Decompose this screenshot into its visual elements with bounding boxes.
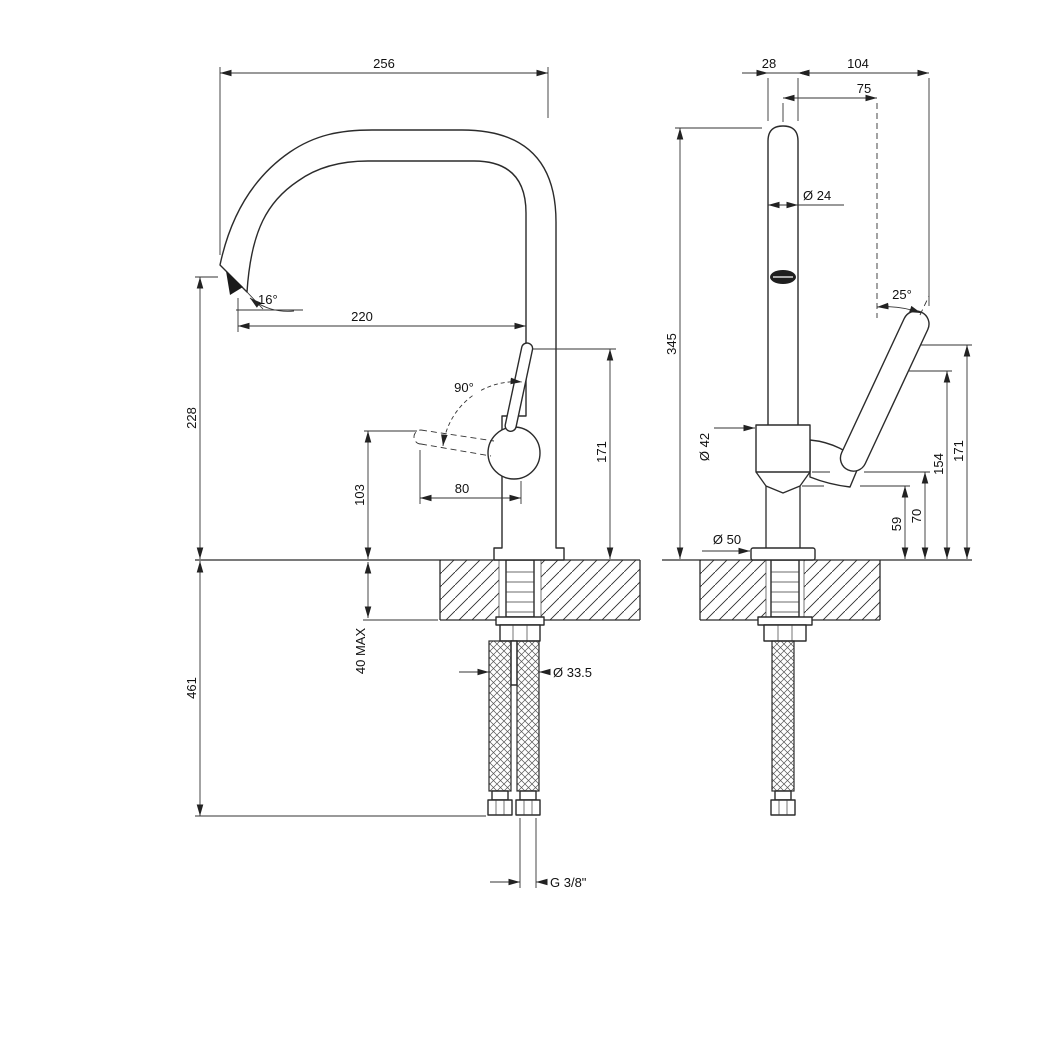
dim-handle-reach-label: 80 — [455, 481, 469, 496]
lever-axis-extension — [919, 295, 930, 316]
hose-hex-nut — [487, 799, 513, 816]
dim-handle-height: 103 — [352, 430, 417, 559]
dim-hose-dia: Ø 33.5 — [459, 665, 592, 680]
dim-lever-angle-label: 25° — [892, 287, 912, 302]
hose-ferrule — [774, 790, 792, 801]
dim-spout-angle: 16° — [236, 291, 303, 312]
dim-overall-width-label: 256 — [373, 56, 395, 71]
hose-ferrule — [491, 790, 509, 801]
mounting-washer-front — [495, 616, 545, 626]
dim-deck-max: 40 MAX — [353, 562, 438, 674]
dim-hose-length-label: 461 — [184, 677, 199, 699]
dim-base-top-height-label: 59 — [889, 517, 904, 531]
dim-handle-rotation-label: 90° — [454, 380, 474, 395]
handle-lever-alt-position — [413, 429, 495, 457]
dim-thread: G 3/8" — [490, 818, 587, 890]
mounting-washer-side — [757, 616, 813, 626]
dim-handle-rotation: 90° — [441, 377, 523, 447]
threaded-shank-front — [505, 559, 535, 618]
counter-section-front — [195, 559, 641, 621]
mounting-nut-front — [499, 624, 541, 642]
dim-hose-dia-label: Ø 33.5 — [553, 665, 592, 680]
dim-body-dia-label: Ø 42 — [697, 433, 712, 461]
dim-spout-angle-label: 16° — [258, 292, 278, 307]
spout-body-outline-front — [219, 129, 565, 561]
dim-lever-height: 171 — [921, 344, 972, 559]
dim-pivot-height-label: 154 — [931, 453, 946, 475]
side-view: 28 104 75 Ø 24 25° 345 — [662, 56, 972, 816]
dim-base-top-height: 59 — [802, 485, 910, 559]
dim-body-bottom-height-label: 70 — [909, 509, 924, 523]
dim-handle-offset: 104 — [798, 56, 930, 306]
dim-body-bottom-height: 70 — [812, 471, 930, 559]
dim-tube-width-label: 28 — [762, 56, 776, 71]
dim-base-dia: Ø 50 — [702, 532, 750, 555]
dim-handle-offset-label: 104 — [847, 56, 869, 71]
hose-hex-nut — [770, 799, 796, 816]
dim-spout-reach: 220 — [237, 298, 526, 332]
mounting-nut-side — [763, 624, 807, 642]
supply-hose-side — [771, 640, 795, 792]
dim-spout-tube-dia-label: Ø 24 — [803, 188, 831, 203]
counter-hatch-front-right — [541, 560, 640, 620]
dim-handle-height-label: 103 — [352, 484, 367, 506]
mounting-hardware-side — [757, 559, 813, 816]
dim-overall-width: 256 — [219, 56, 549, 255]
handle-connector-side — [809, 439, 861, 488]
supply-hoses-front — [487, 640, 541, 816]
base-flange-side — [750, 547, 816, 561]
dim-deck-max-label: 40 MAX — [353, 628, 368, 675]
front-view: 256 220 16° 228 461 103 — [184, 56, 641, 890]
dim-spout-height-label: 228 — [184, 407, 199, 429]
dim-pivot-offset: 75 — [782, 81, 877, 122]
dim-spout-reach-label: 220 — [351, 309, 373, 324]
handle-lever-side — [839, 310, 930, 472]
dim-lever-height-label: 171 — [951, 440, 966, 462]
threaded-shank-side — [770, 559, 800, 618]
dim-lever-top-height-label: 171 — [594, 441, 609, 463]
dim-total-height-label: 345 — [664, 333, 679, 355]
dim-lever-angle: 25° — [876, 103, 930, 318]
counter-hatch-side-left — [700, 560, 766, 620]
dim-spout-height: 228 — [184, 276, 218, 559]
dim-hose-length: 461 — [184, 561, 486, 817]
dim-base-dia-label: Ø 50 — [713, 532, 741, 547]
counter-hatch-front-left — [440, 560, 499, 620]
supply-hose-left — [488, 640, 512, 792]
dim-handle-reach: 80 — [419, 450, 522, 504]
hose-ferrule — [519, 790, 537, 801]
dim-thread-label: G 3/8" — [550, 875, 587, 890]
dim-pivot-offset-label: 75 — [857, 81, 871, 96]
dim-pivot-height: 154 — [908, 370, 952, 559]
counter-hatch-side-right — [804, 560, 880, 620]
mounting-stud — [510, 640, 518, 686]
mixer-body-side — [755, 424, 811, 473]
dim-spout-tube-dia: Ø 24 — [768, 188, 844, 209]
dim-body-dia: Ø 42 — [697, 424, 755, 461]
hose-hex-nut — [515, 799, 541, 816]
body-underside — [765, 485, 801, 494]
aerator-mark — [226, 271, 243, 295]
counter-section-side — [662, 559, 972, 621]
dim-lever-top-height: 171 — [533, 348, 616, 559]
aerator-outlet — [770, 270, 796, 284]
supply-hose-right — [516, 640, 540, 792]
ball-joint — [487, 426, 541, 480]
dim-total-height: 345 — [664, 127, 762, 559]
